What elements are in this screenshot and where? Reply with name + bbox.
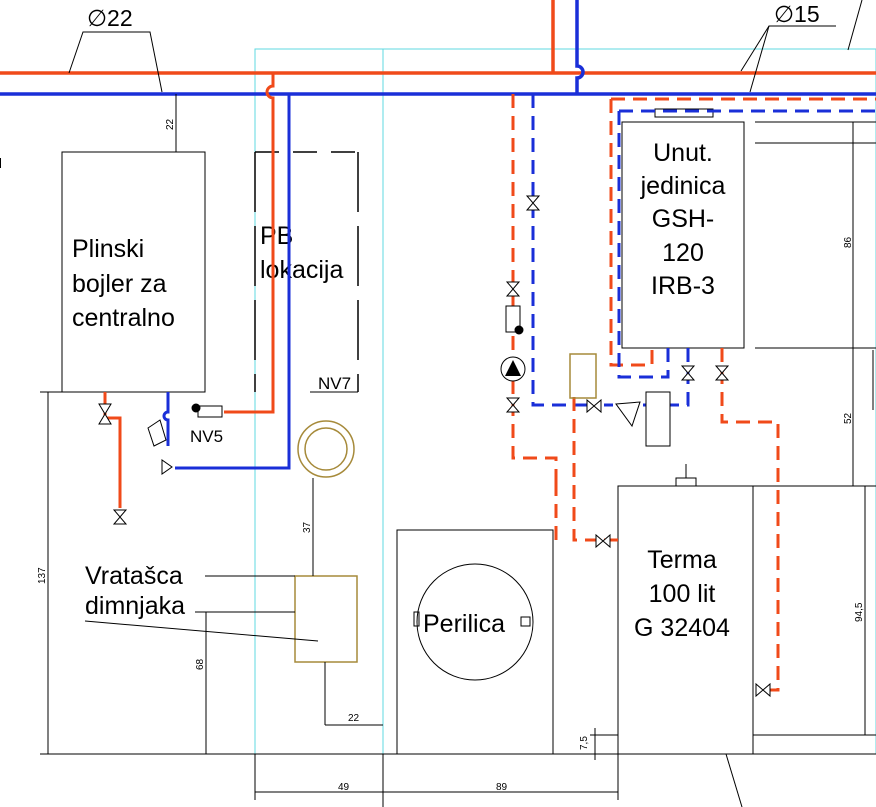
dim-89: 89	[496, 782, 508, 793]
indoor-unit-label-line-4: 120	[662, 239, 704, 267]
dim-68: 68	[195, 658, 206, 670]
indoor-unit-label-line-3: GSH-	[652, 205, 715, 233]
indoor-unit-label-line-2: jedinica	[640, 172, 726, 200]
boiler-label-line-3: centralno	[72, 304, 175, 332]
indoor-unit	[621, 121, 745, 349]
tank-safety-valve	[675, 464, 697, 487]
flue-ring	[297, 420, 355, 478]
main-pipes	[0, 0, 876, 96]
tank-label-line-2: 100 lit	[649, 580, 716, 608]
chimney-door-label-line-1: Vratašca	[85, 562, 183, 590]
gas-boiler	[61, 151, 206, 393]
boiler-valves	[98, 403, 223, 525]
boiler-label-line-2: bojler za	[72, 270, 167, 298]
indoor-unit-label-line-5: IRB-3	[651, 272, 715, 300]
guide-lines	[254, 48, 876, 755]
chimney-door-label-line-2: dimnjaka	[85, 592, 185, 620]
washing-machine-drum	[416, 563, 534, 681]
indoor-unit-label-line-1: Unut.	[653, 139, 713, 167]
circuit-valves	[505, 195, 771, 698]
boiler-pipework	[103, 73, 291, 508]
chimney-door	[294, 575, 358, 663]
expansion-vessel	[569, 353, 597, 399]
dim-22-bottom: 22	[348, 713, 360, 724]
boiler-label-line-1: Plinski	[72, 235, 144, 263]
indoor-unit-bracket	[654, 108, 714, 118]
pipe-label-d15: ∅15	[774, 1, 820, 27]
washing-machine-knob-left	[413, 611, 420, 627]
dim-7-5: 7,5	[579, 736, 590, 750]
dim-37: 37	[302, 521, 313, 533]
pipe-label-d22: ∅22	[87, 5, 133, 31]
chimney-door-leader	[84, 575, 319, 642]
dim-22-top: 22	[165, 118, 176, 130]
pb-location-tag: NV7	[318, 374, 351, 393]
circulation-pump	[500, 356, 526, 382]
dim-86: 86	[843, 236, 854, 248]
dim-137: 137	[37, 567, 48, 584]
tank-label-line-3: G 32404	[634, 614, 730, 642]
washing-machine-label: Perilica	[423, 610, 505, 638]
valve-tag-nv5: NV5	[190, 427, 223, 446]
washing-machine-knob-right	[520, 616, 531, 627]
tank-label-line-1: Terma	[647, 546, 717, 574]
dimension-lines-right	[590, 121, 876, 807]
diameter-leaders	[68, 0, 863, 93]
dim-49: 49	[338, 782, 350, 793]
dim-52: 52	[843, 412, 854, 424]
dim-94-5: 94,5	[854, 602, 865, 622]
dimension-lines-left	[0, 94, 876, 807]
